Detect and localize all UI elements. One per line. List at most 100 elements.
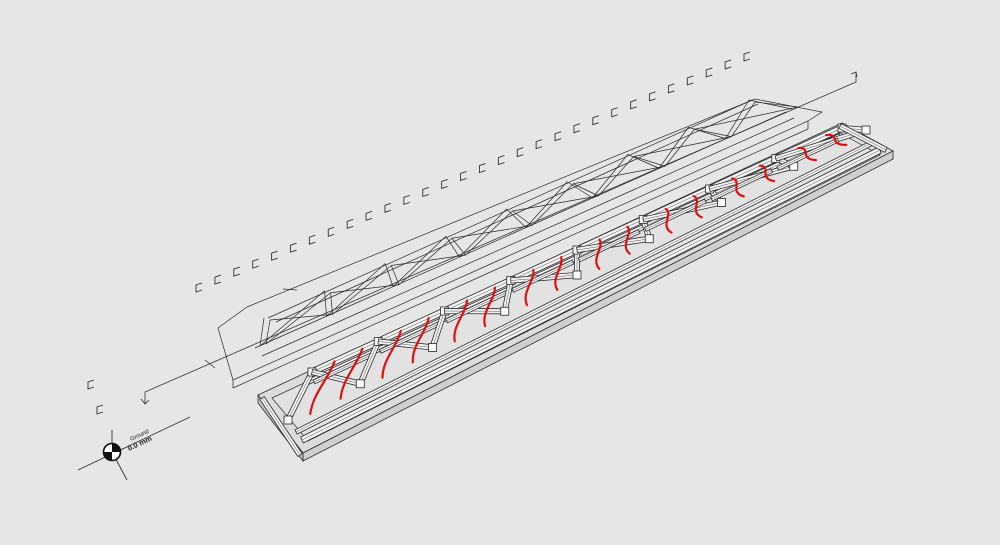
- bracket: [573, 123, 581, 134]
- bracket: [214, 274, 222, 285]
- wire-diagonal: [725, 99, 750, 139]
- wire-chord: [254, 111, 787, 349]
- wire-diagonal: [633, 136, 732, 157]
- wire-vertical: [259, 317, 265, 347]
- truss-node: [428, 343, 437, 352]
- bracket: [686, 75, 694, 86]
- wire-diagonal: [332, 265, 392, 315]
- wire-diagonal: [531, 183, 574, 226]
- wire-vertical: [572, 183, 599, 197]
- bracket: [592, 115, 599, 126]
- truss-node: [644, 234, 654, 244]
- bracket: [516, 147, 524, 158]
- wire-vertical: [324, 290, 327, 317]
- truss-diagonal-brace-edge: [380, 322, 441, 352]
- wire-diagonal: [512, 195, 599, 212]
- wire-vertical: [390, 265, 400, 285]
- wire-diagonal: [592, 154, 629, 199]
- wire-diagonal: [259, 290, 325, 347]
- red-tie: [797, 146, 818, 162]
- bracket: [384, 202, 392, 213]
- wire-vertical: [506, 208, 527, 228]
- red-tie: [758, 164, 776, 183]
- bracket: [403, 194, 411, 206]
- end-post-edge: [839, 125, 887, 151]
- dimension-leader: [204, 359, 216, 369]
- wire-diagonal: [664, 129, 695, 167]
- wire-diagonal: [658, 127, 689, 169]
- truss-diagonal-brace-edge: [512, 261, 574, 291]
- solid-truss[interactable]: [257, 122, 894, 463]
- red-tie: [483, 286, 496, 328]
- bracket: [441, 179, 448, 190]
- wire-diagonal: [451, 225, 533, 239]
- dimension-arrow-start: [140, 398, 150, 405]
- wire-diagonal: [731, 101, 756, 137]
- bracket: [365, 210, 373, 221]
- ground-level-marker[interactable]: Ground 0.0 mm: [77, 416, 191, 481]
- red-tie: [554, 256, 563, 291]
- truss-diagonal-brace-edge: [777, 139, 839, 169]
- red-tie: [309, 360, 336, 415]
- truss-node: [717, 198, 726, 207]
- truss-vertical-edge: [360, 341, 379, 384]
- bracket: [87, 379, 95, 390]
- red-tie: [453, 299, 469, 343]
- bracket: [649, 91, 656, 102]
- bracket: [290, 242, 297, 253]
- bracket-row: [87, 51, 751, 415]
- bracket: [195, 282, 203, 293]
- dimension-lines: [140, 71, 858, 405]
- base-board-edge: [302, 150, 894, 462]
- wire-vertical: [627, 154, 660, 169]
- truss-vertical-edge: [504, 280, 511, 312]
- truss-node: [355, 379, 365, 389]
- truss-diagonal-brace-edge: [313, 353, 375, 383]
- wire-chord: [261, 117, 795, 357]
- red-tie: [595, 238, 602, 270]
- bracket: [327, 226, 335, 237]
- wire-diagonal: [573, 165, 666, 185]
- bracket: [630, 99, 637, 110]
- dimension-line-outer: [144, 72, 857, 404]
- wire-diagonal: [269, 314, 333, 321]
- bracket: [743, 51, 751, 62]
- bracket: [308, 234, 316, 245]
- dimension-arrow-end: [850, 71, 858, 78]
- bracket: [422, 186, 429, 198]
- red-tie: [730, 177, 745, 198]
- wireframe-truss[interactable]: [217, 98, 823, 389]
- truss-node: [572, 270, 582, 280]
- bracket: [667, 83, 675, 94]
- truss-vertical-edge: [432, 310, 445, 348]
- wire-vertical: [384, 263, 394, 287]
- wire-diagonal: [398, 237, 453, 286]
- wire-vertical: [748, 99, 793, 110]
- wire-vertical: [330, 292, 333, 315]
- wire-diagonal: [265, 292, 331, 345]
- bottom-chord-back-edge: [295, 141, 875, 433]
- bracket: [554, 131, 562, 142]
- wire-vertical: [694, 128, 732, 137]
- red-tie-elements: [309, 133, 848, 415]
- red-tie: [339, 347, 364, 400]
- wire-diagonal: [330, 284, 400, 294]
- wire-diagonal: [391, 254, 466, 266]
- bracket: [611, 107, 618, 118]
- red-tie: [381, 329, 402, 379]
- bracket: [460, 171, 467, 182]
- wire-diagonal: [598, 156, 635, 197]
- truss-diagonal-edge: [378, 341, 433, 348]
- bracket: [705, 67, 713, 78]
- bracket: [497, 155, 505, 166]
- wire-edge: [232, 128, 809, 389]
- level-datum-icon: [102, 442, 122, 462]
- wire-chord: [267, 99, 753, 319]
- end-post-edge: [261, 397, 301, 456]
- truss-diagonal-brace-edge: [578, 231, 640, 261]
- truss-node: [861, 125, 871, 135]
- truss-diagonal-edge: [311, 371, 361, 384]
- wire-chord: [275, 103, 759, 323]
